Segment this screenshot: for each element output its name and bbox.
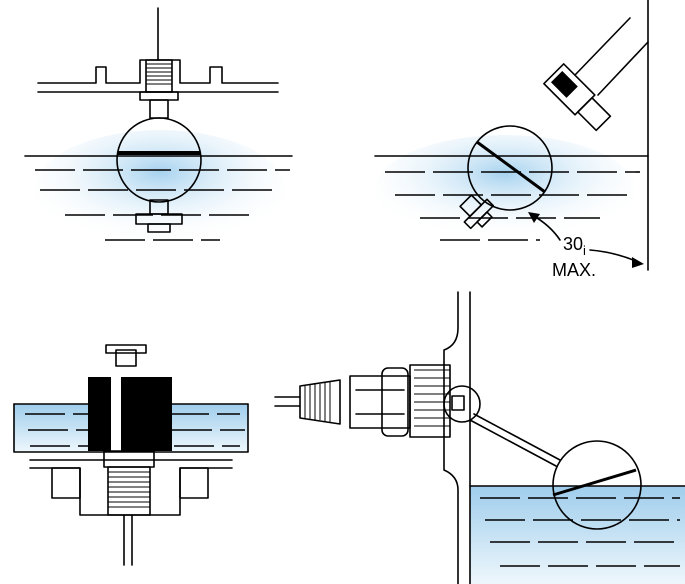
bottom-cap — [147, 223, 171, 233]
ball-float-side — [552, 440, 642, 530]
panel-top-right: 30i MAX. — [374, 0, 649, 280]
max-label: MAX. — [552, 260, 596, 280]
water-body-4 — [470, 486, 685, 584]
conduit-pipe — [574, 17, 649, 96]
svg-text:30i: 30i — [563, 234, 586, 258]
ball-float-angled — [467, 125, 553, 211]
tank-wall-4 — [443, 291, 459, 584]
cylinder-float — [88, 377, 172, 451]
cable-fitting — [299, 379, 341, 425]
nut — [139, 91, 179, 101]
panel-bottom-left — [13, 344, 249, 566]
angle-subscript: i — [583, 243, 586, 258]
panel-bottom-right — [274, 291, 685, 584]
ball-float — [116, 117, 202, 203]
hex-nut — [349, 375, 411, 429]
stem — [149, 99, 169, 119]
threaded-stem — [107, 466, 151, 516]
fitting-threads — [146, 63, 172, 85]
float-arm — [473, 413, 561, 461]
panel-top-left — [24, 7, 293, 250]
angle-value: 30 — [563, 234, 583, 254]
pivot-housing — [443, 385, 481, 423]
